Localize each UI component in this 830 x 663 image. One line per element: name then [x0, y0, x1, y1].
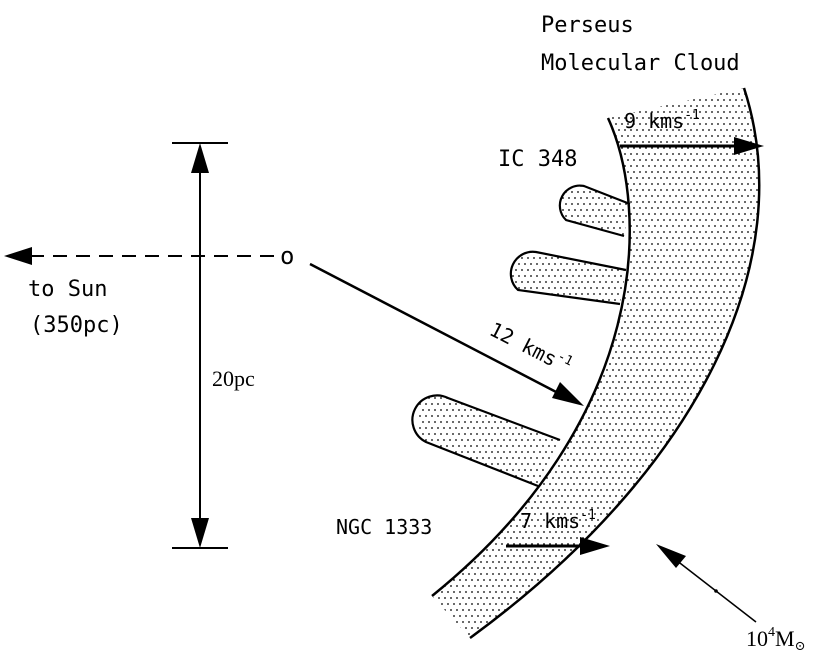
mass-label: 104M⊙ [746, 625, 805, 653]
left-arrow-icon [4, 247, 32, 265]
velocity-top-label: 9 kms-1 [624, 108, 700, 133]
velocity-mid-label: 12 kms-1 [486, 316, 576, 378]
expansion-arrow-line [310, 264, 560, 394]
mass-arrow-dot [714, 589, 718, 593]
label-ic348: IC 348 [498, 147, 577, 172]
down-arrow-icon [191, 518, 209, 548]
title-line1: Perseus [541, 13, 634, 38]
shell-dot-texture [429, 87, 800, 641]
pillar-2 [511, 252, 626, 304]
expansion-arrowhead-icon [552, 382, 584, 406]
center-marker: o [280, 242, 294, 270]
label-ngc1333: NGC 1333 [336, 515, 432, 539]
up-arrow-icon [191, 143, 209, 173]
velocity-bottom-arrowhead-icon [580, 537, 610, 555]
finger3-dot-texture [419, 391, 565, 489]
label-sun-distance: (350pc) [30, 313, 123, 338]
label-scale: 20pc [212, 366, 255, 391]
velocity-bottom-label: 7 kms-1 [520, 508, 596, 533]
label-to-sun: to Sun [28, 277, 107, 302]
title-line2: Molecular Cloud [541, 51, 740, 76]
velocity-top-arrowhead-icon [734, 137, 764, 155]
